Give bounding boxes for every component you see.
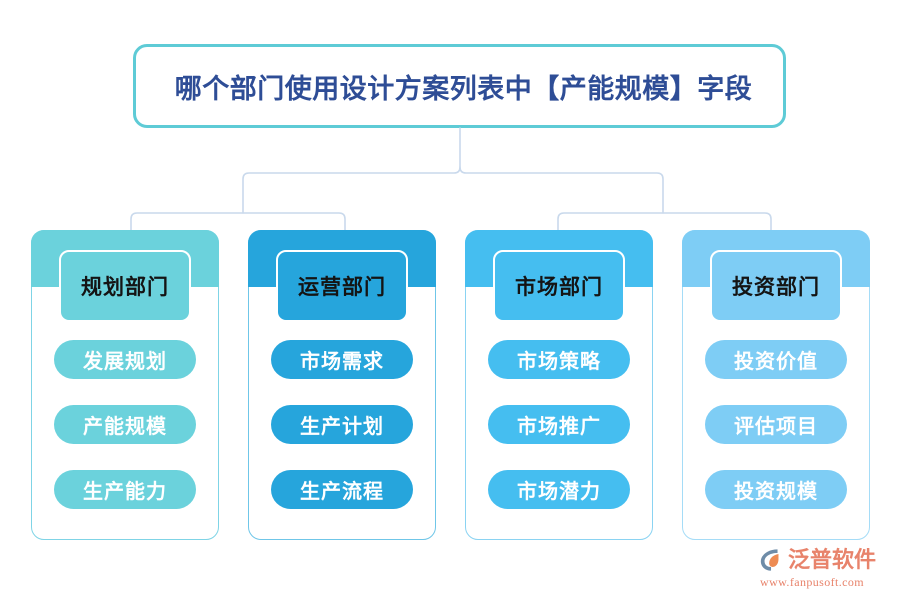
department-name-2: 运营部门 — [276, 250, 408, 322]
list-item[interactable]: 生产流程 — [271, 470, 413, 509]
list-item[interactable]: 市场需求 — [271, 340, 413, 379]
department-name-3: 市场部门 — [493, 250, 625, 322]
list-item[interactable]: 生产计划 — [271, 405, 413, 444]
connector-right-group — [557, 212, 772, 231]
department-column-1[interactable]: 规划部门 发展规划 产能规模 生产能力 — [31, 230, 219, 540]
page-title: 哪个部门使用设计方案列表中【产能规模】字段 — [174, 73, 753, 104]
brand-logo: 泛普软件 www.fanpusoft.com — [758, 546, 892, 590]
list-item[interactable]: 产能规模 — [54, 405, 196, 444]
list-item[interactable]: 市场策略 — [488, 340, 630, 379]
list-item[interactable]: 投资价值 — [705, 340, 847, 379]
brand-url: www.fanpusoft.com — [760, 575, 865, 589]
column-items-1: 发展规划 产能规模 生产能力 — [31, 340, 219, 535]
department-column-2[interactable]: 运营部门 市场需求 生产计划 生产流程 — [248, 230, 436, 540]
diagram-title-box: 哪个部门使用设计方案列表中【产能规模】字段 — [133, 44, 786, 128]
brand-name: 泛普软件 — [788, 547, 877, 572]
connector-left-group — [130, 212, 346, 231]
department-column-4[interactable]: 投资部门 投资价值 评估项目 投资规模 — [682, 230, 870, 540]
list-item[interactable]: 发展规划 — [54, 340, 196, 379]
department-name-4: 投资部门 — [710, 250, 842, 322]
department-name-1: 规划部门 — [59, 250, 191, 322]
list-item[interactable]: 生产能力 — [54, 470, 196, 509]
column-items-2: 市场需求 生产计划 生产流程 — [248, 340, 436, 535]
column-items-4: 投资价值 评估项目 投资规模 — [682, 340, 870, 535]
connector-level1 — [242, 166, 664, 214]
list-item[interactable]: 评估项目 — [705, 405, 847, 444]
column-items-3: 市场策略 市场推广 市场潜力 — [465, 340, 653, 535]
list-item[interactable]: 市场潜力 — [488, 470, 630, 509]
department-column-3[interactable]: 市场部门 市场策略 市场推广 市场潜力 — [465, 230, 653, 540]
fanpu-swoosh-icon — [760, 549, 779, 571]
list-item[interactable]: 投资规模 — [705, 470, 847, 509]
list-item[interactable]: 市场推广 — [488, 405, 630, 444]
